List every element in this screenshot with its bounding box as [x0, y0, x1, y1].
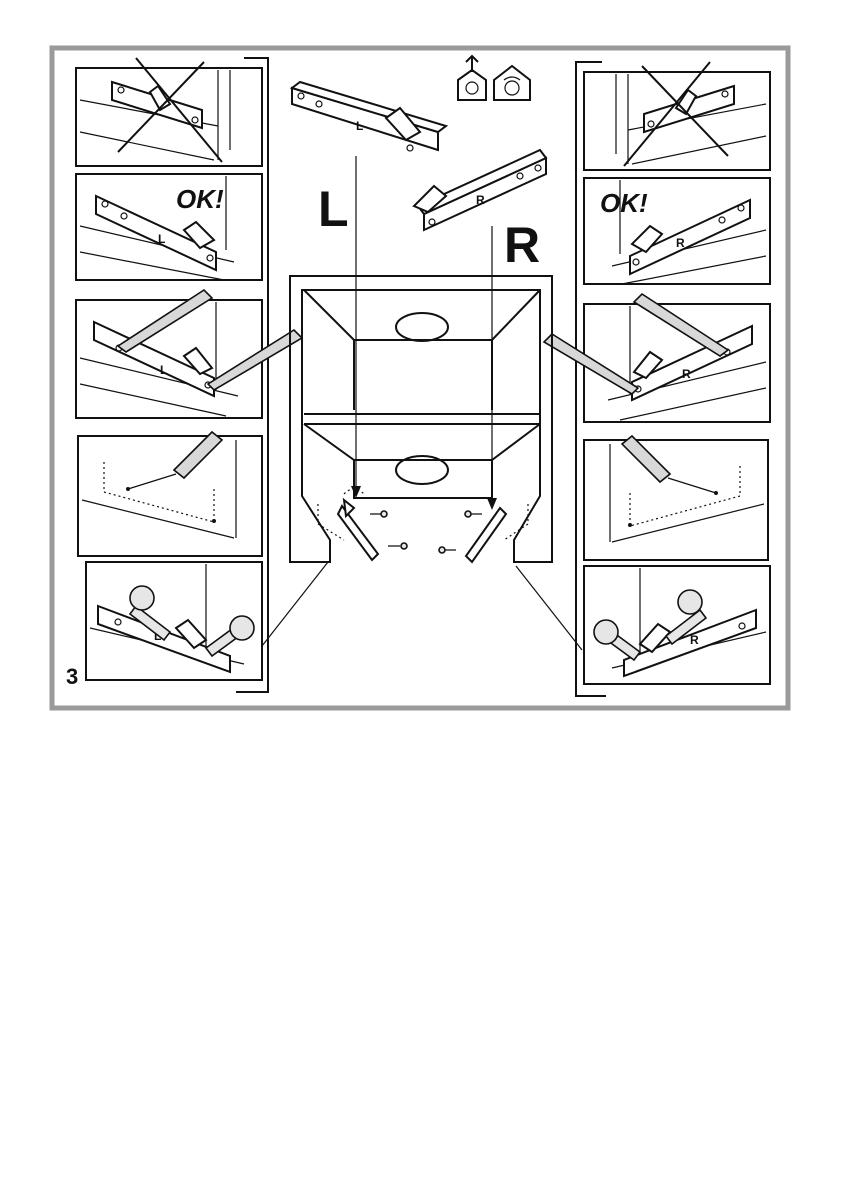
panel-left-ok: L OK!: [76, 174, 262, 280]
bracket-mark-right-2: R: [682, 367, 691, 381]
label-right-big: R: [504, 217, 540, 273]
panel-right-screw: R: [584, 566, 770, 684]
step-number: 3: [66, 664, 78, 689]
panel-left-wrong: [76, 58, 262, 166]
label-left-big: L: [318, 181, 349, 237]
panel-left-scribe: [78, 432, 262, 556]
bracket-mark-right-3: R: [690, 633, 699, 647]
panel-right-ok: R OK!: [584, 178, 770, 284]
ok-label-left: OK!: [176, 184, 224, 214]
bracket-mark-left: L: [158, 232, 165, 246]
bracket-mark-center-right: R: [476, 193, 485, 207]
panel-left-screw: L: [86, 562, 262, 680]
panel-right-wrong: [584, 62, 770, 170]
bracket-mark-right: R: [676, 236, 685, 250]
bracket-mark-left-2: L: [160, 363, 167, 377]
bracket-mark-center-left: L: [356, 119, 363, 133]
panel-right-scribe: [584, 436, 768, 560]
ok-label-right: OK!: [600, 188, 648, 218]
